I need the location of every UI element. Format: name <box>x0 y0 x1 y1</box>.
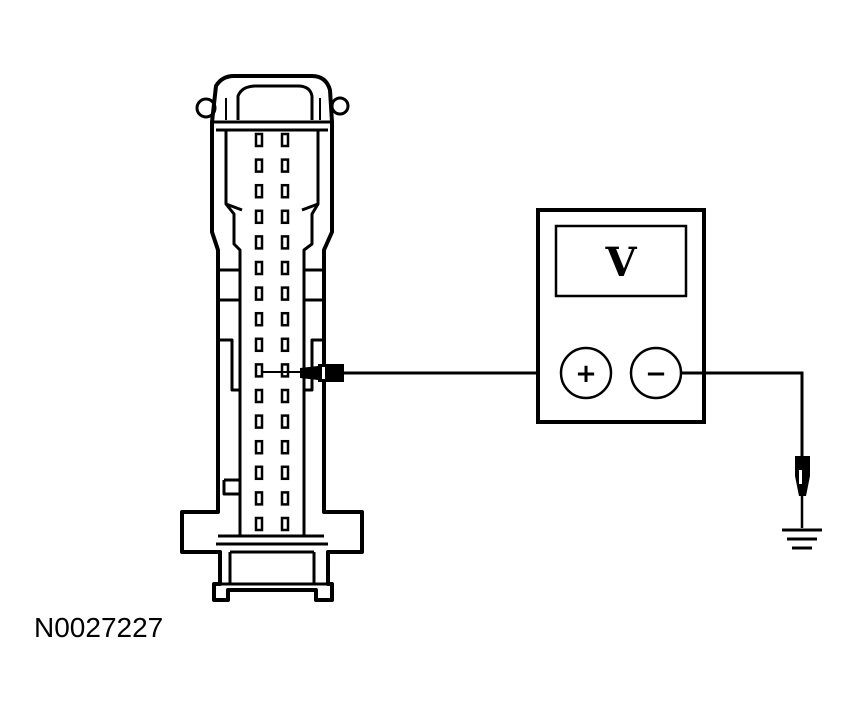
negative-test-lead <box>681 371 810 528</box>
terminal-cavity <box>254 158 264 173</box>
terminal-cavity <box>254 414 264 429</box>
terminal-cavity <box>254 439 264 455</box>
connector-left-ear <box>195 97 217 119</box>
connector-right-ear <box>330 96 350 116</box>
terminal-cavity <box>254 235 264 250</box>
connector <box>180 74 364 602</box>
terminal-cavity <box>254 388 264 404</box>
terminal-cavity <box>280 209 290 225</box>
terminal-cavity <box>280 363 290 378</box>
terminal-cavity <box>254 260 264 276</box>
terminal-cavity <box>280 311 290 327</box>
terminal-cavity <box>254 286 264 301</box>
terminal-cavity <box>280 260 290 276</box>
voltmeter: V + − <box>536 208 706 424</box>
connector-outer-body <box>180 74 364 602</box>
test-probe-icon <box>262 364 344 382</box>
terminal-cavity <box>280 491 290 506</box>
positive-terminal-symbol: + <box>575 359 597 389</box>
terminal-cavity <box>280 183 290 199</box>
terminal-cavity <box>254 311 264 327</box>
terminal-cavity <box>254 363 264 378</box>
terminal-cavity <box>280 465 290 481</box>
terminal-cavity <box>254 491 264 506</box>
negative-terminal-symbol: − <box>645 359 667 389</box>
terminal-cavity <box>254 465 264 481</box>
ground-clip <box>795 456 810 496</box>
probe-tip <box>300 366 318 380</box>
terminal-grid <box>254 132 290 532</box>
terminal-cavity <box>254 183 264 199</box>
probe-handle <box>318 364 344 382</box>
voltmeter-display <box>554 224 688 298</box>
terminal-cavity <box>254 132 264 148</box>
connector-inner-body <box>224 130 320 538</box>
connector-top-cap <box>236 84 314 120</box>
terminal-cavity <box>280 158 290 173</box>
terminal-cavity <box>254 337 264 353</box>
ground-symbol-icon <box>782 528 822 550</box>
terminal-cavity <box>280 388 290 404</box>
figure-id: N0027227 <box>34 612 164 643</box>
terminal-cavity <box>280 235 290 250</box>
terminal-cavity <box>280 132 290 148</box>
terminal-cavity <box>254 516 264 532</box>
voltmeter-display-label: V <box>604 239 637 286</box>
terminal-cavity <box>280 516 290 532</box>
terminal-cavity <box>280 439 290 455</box>
terminal-cavity <box>280 337 290 353</box>
terminal-cavity <box>280 286 290 301</box>
terminal-cavity <box>254 209 264 225</box>
terminal-cavity <box>280 414 290 429</box>
positive-terminal <box>559 346 613 400</box>
